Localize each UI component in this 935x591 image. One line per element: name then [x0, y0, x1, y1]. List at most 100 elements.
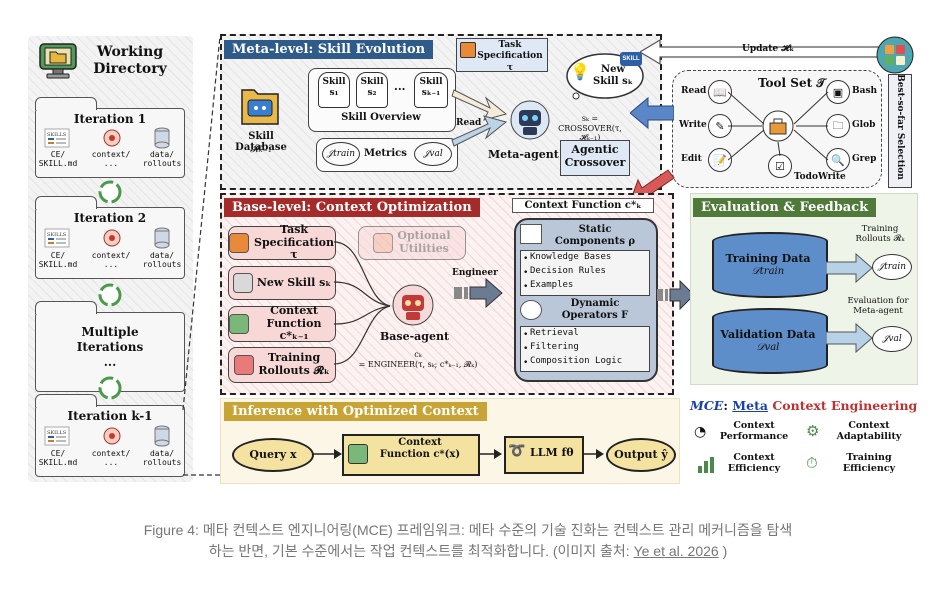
blue-arrow	[630, 96, 674, 130]
training-rollouts-input-label: Training Rollouts 𝓡ₖ	[258, 351, 330, 377]
task-spec-input: Task Specification τ	[228, 223, 336, 261]
input-connectors	[334, 241, 391, 365]
todowrite-tool-label: TodoWrite	[794, 172, 846, 182]
engineer-arrow	[454, 278, 503, 308]
iteration-title: Iteration 2	[73, 211, 147, 225]
skill-label: Skill s₂	[360, 77, 384, 98]
skills-file-icon: SKILLS	[44, 228, 70, 248]
gear-icon: ⚙	[806, 422, 820, 440]
caption-text: Figure 4: 메타 컨텍스트 엔지니어링(MCE) 프레임워크: 메타 수…	[143, 522, 793, 559]
llm-icon: ➰	[508, 443, 526, 459]
skills-file-icon: SKILLS	[44, 128, 70, 148]
folder-tab	[35, 97, 97, 110]
mce-title-abbr: MCE	[690, 398, 724, 413]
mce-panel	[688, 396, 916, 484]
bar-chart-icon	[696, 454, 716, 474]
mce-prop: Context Efficiency	[727, 452, 781, 475]
todowrite-tool-icon: ☑	[768, 154, 792, 178]
cycle-icon	[98, 283, 122, 307]
task-spec-label: Task Specification τ	[477, 40, 543, 73]
caption-end: )	[718, 543, 728, 559]
gauge-icon: ◔	[694, 424, 707, 440]
j-val-eval-circle: 𝒥val	[872, 326, 912, 352]
computer-icon	[38, 42, 78, 79]
folder-tab	[35, 394, 97, 407]
write-tool-icon: ✎	[708, 114, 732, 138]
base-level-title: Base-level: Context Optimization	[224, 198, 480, 217]
training-data-math: 𝒟train	[751, 266, 785, 277]
new-skill-input-label: New Skill sₖ	[256, 275, 332, 289]
new-skill-input: New Skill sₖ	[228, 266, 336, 300]
skills-badge-text: SKILLS	[47, 232, 67, 238]
skill-scroll-2	[356, 72, 388, 108]
dynamic-icon	[520, 300, 542, 320]
mce-title-context: Context	[772, 398, 827, 413]
task-spec-icon	[229, 233, 249, 253]
training-data-label: Training Data	[725, 252, 811, 265]
training-rollouts-label: Training Rollouts 𝓡ₖ	[855, 224, 905, 245]
static-bullets: •••	[523, 254, 529, 292]
static-title: Static Components ρ	[554, 224, 636, 247]
skill-badge: SKILL	[620, 52, 642, 66]
iteration-title: Iteration k-1	[67, 409, 153, 423]
mce-title-engineering: Engineering	[831, 398, 918, 413]
skills-badge-text: SKILLS	[47, 430, 67, 436]
stopwatch-icon: ⏱	[806, 454, 818, 472]
read-arrows	[451, 89, 508, 147]
output-node: Output ŷ	[606, 438, 676, 472]
glob-tool-icon: 🗀	[826, 114, 850, 138]
edit-tool-label: Edit	[681, 154, 702, 164]
lightbulb-icon: 💡	[570, 62, 590, 81]
utilities-icon	[373, 233, 394, 253]
context-function-input: Context Function c*ₖ₋₁	[228, 304, 336, 342]
context-label: context/ ...	[91, 150, 131, 168]
glob-tool-label: Glob	[852, 120, 876, 130]
to-eval-arrow	[657, 280, 695, 310]
cycle-icon	[98, 180, 122, 204]
eval-meta-label: Evaluation for Meta-agent	[847, 296, 909, 317]
mce-title-meta: Meta	[732, 398, 768, 413]
query-node: Query x	[232, 438, 314, 472]
read-label: Read	[456, 118, 482, 128]
validation-data-math: 𝒟val	[756, 342, 780, 353]
database-icon	[234, 355, 255, 375]
data-file-icon	[152, 425, 172, 447]
folder-tab	[35, 301, 97, 314]
validation-data-cylinder	[712, 308, 828, 374]
base-agent-robot-icon	[392, 284, 434, 326]
skill-overview-label: Skill Overview	[341, 112, 421, 123]
caption-link[interactable]: Ye et al. 2026	[633, 543, 719, 559]
context-label: context/ ...	[91, 251, 131, 269]
training-rollouts-input: Training Rollouts 𝓡ₖ	[228, 347, 336, 383]
mce-title-sep: :	[723, 398, 733, 413]
working-directory-title: Working Directory	[93, 44, 167, 77]
mce-prop: Context Adaptability	[836, 420, 902, 443]
dynamic-bullets: •••	[523, 330, 529, 368]
skills-badge-text: SKILLS	[47, 132, 67, 138]
llm-node	[504, 436, 584, 474]
grep-tool-label: Grep	[852, 154, 877, 164]
dynamic-list	[520, 326, 650, 372]
j-train-circle: 𝒥train	[322, 142, 360, 166]
figure-caption: Figure 4: 메타 컨텍스트 엔지니어링(MCE) 프레임워크: 메타 수…	[138, 520, 798, 562]
llm-label: LLM fθ	[530, 446, 574, 459]
metrics-label: Metrics	[364, 148, 407, 159]
cycle-icon	[98, 376, 122, 400]
tool-connectors	[728, 91, 829, 161]
dynamic-item: Filtering	[530, 342, 579, 352]
read-tool-label: Read	[681, 86, 707, 96]
data-label: data/ rollouts	[142, 251, 182, 269]
base-agent-label: Base-agent	[380, 330, 450, 343]
data-file-icon	[152, 127, 172, 149]
training-data-cylinder	[712, 232, 828, 298]
update-label: Update 𝓗ₖ	[742, 44, 795, 54]
update-arrow	[640, 38, 886, 66]
skills-file-icon: SKILLS	[44, 426, 70, 446]
best-so-far-bar	[888, 74, 912, 188]
data-label: data/ rollouts	[142, 449, 182, 467]
context-label: context/ ...	[91, 449, 131, 467]
bash-tool-icon: ▣	[826, 80, 850, 104]
folder-icon	[240, 82, 280, 126]
optional-utilities-label: Optional Utilities	[397, 229, 451, 255]
validation-data-label: Validation Data	[720, 328, 816, 341]
